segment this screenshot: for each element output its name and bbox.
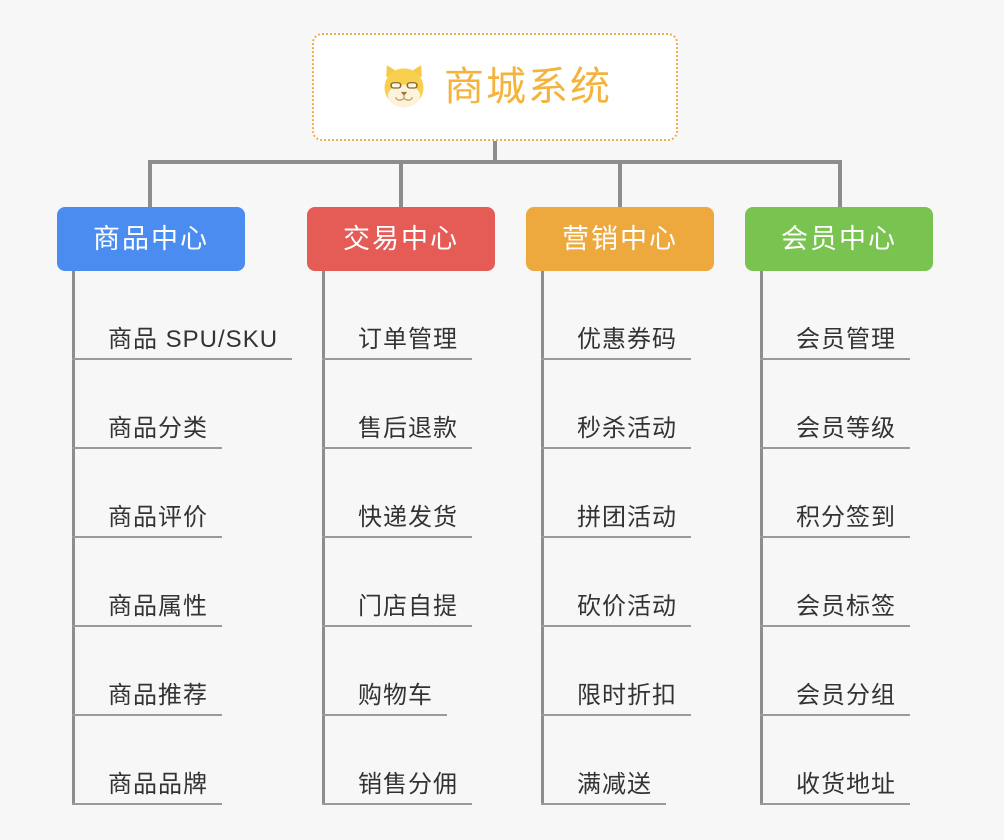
leaf-item[interactable]: 积分签到 [760,449,910,538]
leaf-item-rule [322,358,472,360]
leaf-item[interactable]: 会员管理 [760,271,910,360]
connector-horizontal-bus [148,160,842,164]
category-header-4[interactable]: 会员中心 [745,207,933,271]
leaf-item-label: 商品分类 [108,415,208,442]
leaf-item[interactable]: 快递发货 [322,449,472,538]
category-header-3-label: 营销中心 [562,223,678,254]
leaf-item-rule [541,625,691,627]
leaf-item-label: 优惠券码 [577,326,677,353]
leaf-item[interactable]: 会员分组 [760,627,910,716]
leaf-item[interactable]: 拼团活动 [541,449,691,538]
leaf-item-rule [322,803,472,805]
leaf-item-rule [322,625,472,627]
leaf-item-label: 限时折扣 [577,682,677,709]
leaf-item-label: 秒杀活动 [577,415,677,442]
leaf-column-4: 会员管理会员等级积分签到会员标签会员分组收货地址 [760,271,910,805]
leaf-item-rule [541,803,666,805]
leaf-item[interactable]: 秒杀活动 [541,360,691,449]
leaf-item[interactable]: 售后退款 [322,360,472,449]
leaf-item-label: 满减送 [577,771,652,798]
leaf-item-label: 售后退款 [358,415,458,442]
leaf-item[interactable]: 会员等级 [760,360,910,449]
leaf-item-rule [72,803,222,805]
root-title: 商城系统 [444,65,612,109]
leaf-item-label: 商品评价 [108,504,208,531]
leaf-item-rule [541,358,691,360]
leaf-item[interactable]: 订单管理 [322,271,472,360]
leaf-item-rule [541,447,691,449]
leaf-item-rule [72,625,222,627]
leaf-item-rule [760,358,910,360]
leaf-item-rule [541,536,691,538]
category-header-2[interactable]: 交易中心 [307,207,495,271]
leaf-item-rule [72,714,222,716]
leaf-item-label: 商品属性 [108,593,208,620]
category-header-4-label: 会员中心 [781,223,897,254]
leaf-item[interactable]: 商品品牌 [72,716,292,805]
category-header-1-label: 商品中心 [93,223,209,254]
connector-drop-2 [399,160,403,208]
leaf-column-3: 优惠券码秒杀活动拼团活动砍价活动限时折扣满减送 [541,271,691,805]
leaf-item-label: 积分签到 [796,504,896,531]
leaf-item[interactable]: 商品属性 [72,538,292,627]
leaf-column-1: 商品 SPU/SKU 商品分类商品评价商品属性商品推荐商品品牌 [72,271,292,805]
leaf-item-rule [760,447,910,449]
leaf-item-rule [72,447,222,449]
leaf-item-rule [760,714,910,716]
leaf-item-label: 拼团活动 [577,504,677,531]
leaf-item[interactable]: 商品分类 [72,360,292,449]
leaf-trunk-4 [760,271,763,805]
leaf-item-label: 收货地址 [796,771,896,798]
connector-drop-4 [838,160,842,208]
root-node-mall-system[interactable]: 商城系统 [312,33,678,141]
leaf-column-2: 订单管理售后退款快递发货门店自提购物车销售分佣 [322,271,472,805]
leaf-item-label: 会员等级 [796,415,896,442]
leaf-item[interactable]: 商品评价 [72,449,292,538]
leaf-item-rule [322,447,472,449]
leaf-trunk-2 [322,271,325,805]
leaf-item-label: 快递发货 [358,504,458,531]
category-header-3[interactable]: 营销中心 [526,207,714,271]
shiba-dog-icon [384,65,424,108]
leaf-item-label: 会员标签 [796,593,896,620]
leaf-trunk-1 [72,271,75,805]
leaf-item-rule [541,714,691,716]
leaf-item-label: 销售分佣 [358,771,458,798]
leaf-item-label: 商品推荐 [108,682,208,709]
leaf-item-rule [760,625,910,627]
category-header-2-label: 交易中心 [343,223,459,254]
leaf-item[interactable]: 商品 SPU/SKU [72,271,292,360]
category-header-1[interactable]: 商品中心 [57,207,245,271]
leaf-trunk-3 [541,271,544,805]
leaf-item[interactable]: 砍价活动 [541,538,691,627]
leaf-item-rule [760,803,910,805]
leaf-item[interactable]: 限时折扣 [541,627,691,716]
leaf-item[interactable]: 满减送 [541,716,691,805]
leaf-item-rule [760,536,910,538]
leaf-item-label: 购物车 [358,682,433,709]
connector-drop-3 [618,160,622,208]
leaf-item-label: 门店自提 [358,593,458,620]
leaf-item-label: 砍价活动 [577,593,677,620]
connector-drop-1 [148,160,152,208]
leaf-item-label: 订单管理 [358,326,458,353]
leaf-item[interactable]: 购物车 [322,627,472,716]
leaf-item[interactable]: 会员标签 [760,538,910,627]
connector-root-stem [493,141,497,162]
leaf-item-rule [322,714,447,716]
leaf-item[interactable]: 收货地址 [760,716,910,805]
leaf-item[interactable]: 门店自提 [322,538,472,627]
leaf-item-rule [72,536,222,538]
leaf-item-label: 会员管理 [796,326,896,353]
leaf-item-label: 商品品牌 [108,771,208,798]
leaf-item-label: 会员分组 [796,682,896,709]
leaf-item[interactable]: 商品推荐 [72,627,292,716]
leaf-item-rule [322,536,472,538]
leaf-item[interactable]: 销售分佣 [322,716,472,805]
leaf-item-rule [72,358,292,360]
leaf-item[interactable]: 优惠券码 [541,271,691,360]
leaf-item-label: 商品 SPU/SKU [108,326,279,353]
